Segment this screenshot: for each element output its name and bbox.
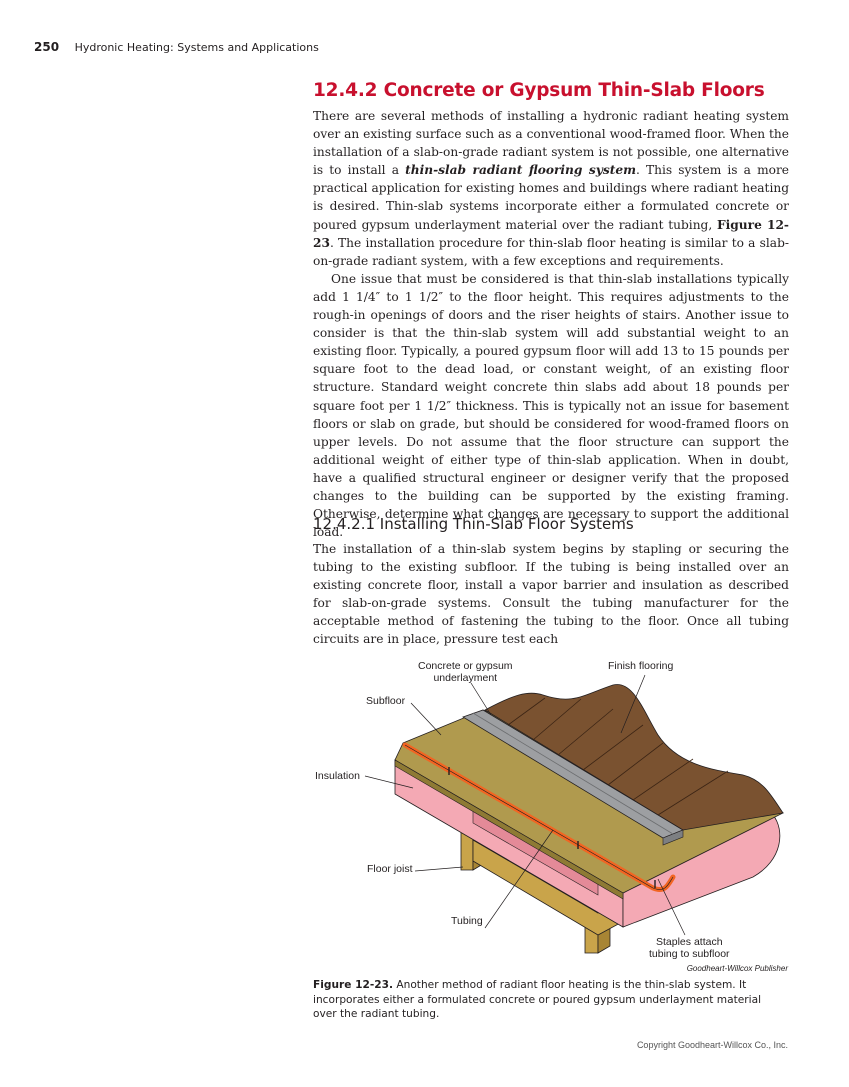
label-insulation: Insulation xyxy=(315,770,360,782)
finish-flooring-planks xyxy=(507,697,729,816)
thin-slab-illustration xyxy=(364,674,785,954)
finish-flooring xyxy=(484,684,784,831)
key-term: thin-slab radiant flooring system xyxy=(405,163,636,178)
running-title: Hydronic Heating: Systems and Applicatio… xyxy=(74,41,319,54)
section-paragraph-1: There are several methods of installing … xyxy=(313,107,789,270)
subfloor-edge xyxy=(394,759,624,900)
figure-caption: Figure 12-23. Another method of radiant … xyxy=(313,978,783,1022)
paragraph-text: There are several methods of installing … xyxy=(313,109,789,178)
subsection-title: 12.4.2.1 Installing Thin-Slab Floor Syst… xyxy=(313,515,634,533)
figure-reference: Figure 12-23 xyxy=(313,217,789,250)
paragraph-text: . This system is a more practical applic… xyxy=(313,163,789,232)
paragraph-text: . The installation procedure for thin-sl… xyxy=(313,235,789,268)
page-number: 250 xyxy=(34,40,60,54)
label-line: Staples attach xyxy=(656,936,723,948)
running-header: 250 Hydronic Heating: Systems and Applic… xyxy=(34,40,319,54)
underlayment-side xyxy=(662,829,684,846)
figure-credit: Goodheart-Willcox Publisher xyxy=(686,964,788,973)
section-body: There are several methods of installing … xyxy=(313,107,789,541)
figure-12-23: Concrete or gypsum underlayment Finish f… xyxy=(313,655,793,970)
label-staples: Staples attach tubing to subfloor xyxy=(649,936,730,960)
label-finish-flooring: Finish flooring xyxy=(608,660,674,672)
label-underlayment: Concrete or gypsum underlayment xyxy=(418,660,513,684)
label-line: Concrete or gypsum xyxy=(418,660,513,672)
section-title: 12.4.2 Concrete or Gypsum Thin-Slab Floo… xyxy=(313,80,765,101)
label-subfloor: Subfloor xyxy=(366,695,406,707)
label-line: tubing to subfloor xyxy=(649,948,730,960)
underlayment-groove xyxy=(472,712,674,835)
caption-text: Another method of radiant floor heating … xyxy=(313,979,762,1020)
label-line: underlayment xyxy=(433,672,498,684)
caption-label: Figure 12-23. xyxy=(313,979,393,991)
subsection-paragraph-1: The installation of a thin-slab system b… xyxy=(313,542,789,647)
label-tubing: Tubing xyxy=(451,915,483,927)
label-floor-joist: Floor joist xyxy=(367,863,413,875)
leader-lines xyxy=(364,674,686,936)
subsection-body: The installation of a thin-slab system b… xyxy=(313,540,789,649)
copyright-footer: Copyright Goodheart-Willcox Co., Inc. xyxy=(636,1040,788,1050)
section-paragraph-2: One issue that must be considered is tha… xyxy=(313,271,789,540)
staples xyxy=(448,767,656,888)
